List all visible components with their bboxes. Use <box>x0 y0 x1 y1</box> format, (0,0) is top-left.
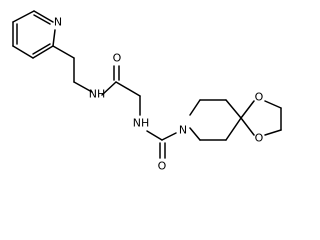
bond-pip-1 <box>189 99 201 116</box>
bond-py-5 <box>32 45 54 59</box>
bond-diox-2 <box>240 117 255 136</box>
atom-label-amide-nh-2: NH <box>133 117 150 130</box>
atom-label-amide-nh-1: NH <box>89 88 106 101</box>
bond-diox-3 <box>264 100 282 109</box>
bond-c-npip <box>161 132 177 141</box>
atom-labels: N NH O NH O N O O <box>54 16 264 173</box>
atom-label-pyridine-n: N <box>54 16 62 29</box>
bonds <box>12 10 282 159</box>
bond-pip-4 <box>225 117 242 141</box>
bond-chain-1 <box>52 45 75 59</box>
bond-py-5-inner <box>32 43 51 55</box>
bond-n2-c <box>146 130 163 141</box>
bond-py-2 <box>12 10 35 23</box>
atom-label-carbonyl-o-1: O <box>113 52 122 65</box>
bond-py-1-inner <box>33 14 51 25</box>
atom-label-ketal-o-2: O <box>255 132 264 145</box>
atom-label-piperidine-n: N <box>179 124 187 137</box>
bond-diox-5 <box>264 129 282 136</box>
atom-label-ketal-o-1: O <box>255 91 264 104</box>
bond-diox-1 <box>240 100 255 119</box>
bond-py-6 <box>52 29 56 47</box>
bond-pip-3 <box>225 99 242 119</box>
bond-pip-6 <box>189 127 201 141</box>
chemical-structure-diagram: N NH O NH O N O O <box>12 10 282 173</box>
bond-amide1-n-c <box>101 81 117 96</box>
bond-py-4 <box>12 45 34 59</box>
bond-py-1 <box>33 10 54 23</box>
bond-amide1-c-ch2 <box>115 81 141 97</box>
bond-chain-3 <box>73 81 93 93</box>
atom-label-carbonyl-o-2: O <box>158 160 167 173</box>
